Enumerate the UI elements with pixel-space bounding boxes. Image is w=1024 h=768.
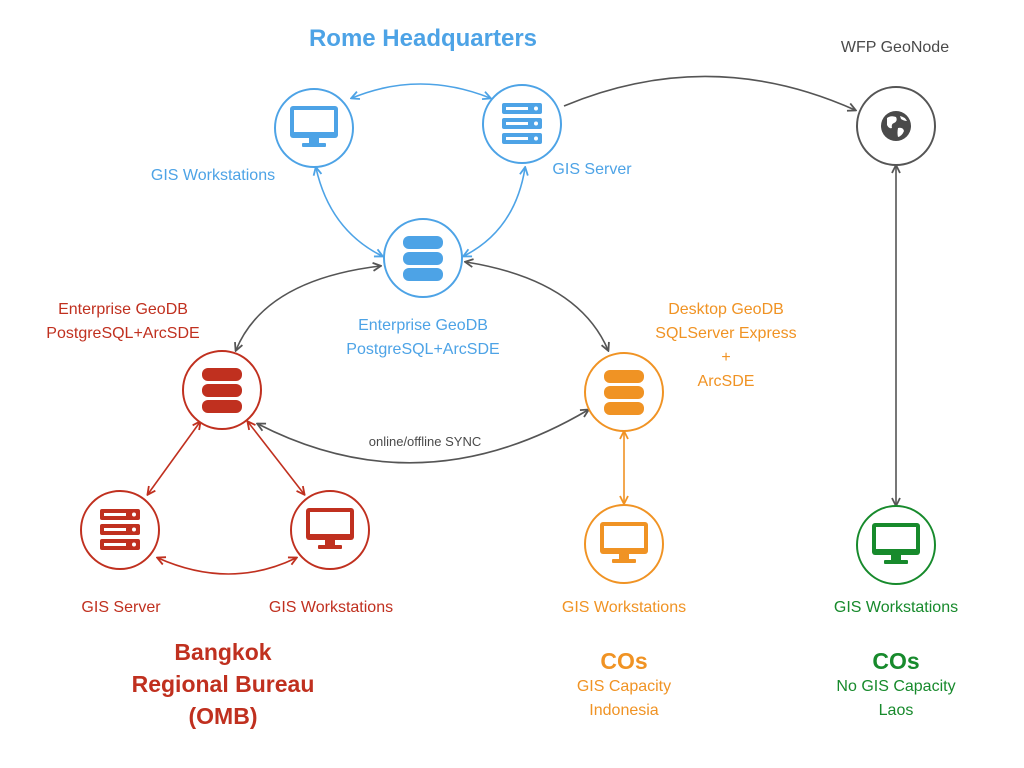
sync-label: online/offline SYNC (368, 434, 482, 449)
connector-rome-ws-geodb (316, 168, 382, 256)
indonesia-sub1: GIS Capacity (576, 678, 672, 695)
bangkok-title-line1: Bangkok (174, 639, 272, 665)
database-icon (604, 370, 644, 415)
laos-workstations-label: GIS Workstations (833, 599, 959, 616)
server-icon (502, 103, 542, 144)
connector-rome-server-geodb (464, 168, 525, 256)
geonode-node[interactable] (856, 86, 936, 166)
monitor-icon (290, 106, 338, 147)
indonesia-workstations-node[interactable] (584, 504, 664, 584)
connector-bkk-db-ws (248, 422, 304, 494)
indonesia-geodb-label-line1: Desktop GeoDB (668, 301, 784, 318)
bangkok-geodb-label-line1: Enterprise GeoDB (58, 301, 188, 318)
indonesia-geodb-node[interactable] (584, 352, 664, 432)
laos-sub2: Laos (878, 702, 914, 719)
bangkok-workstations-label: GIS Workstations (268, 599, 394, 616)
database-icon (403, 236, 443, 281)
geonode-label: WFP GeoNode (840, 39, 950, 56)
globe-icon (881, 111, 911, 141)
indonesia-workstations-label: GIS Workstations (561, 599, 687, 616)
rome-workstations-node[interactable] (274, 88, 354, 168)
rome-geodb-node[interactable] (383, 218, 463, 298)
rome-title: Rome Headquarters (308, 25, 538, 52)
bangkok-workstations-node[interactable] (290, 490, 370, 570)
rome-server-node[interactable] (482, 84, 562, 164)
rome-workstations-label: GIS Workstations (150, 167, 276, 184)
connector-rome-ws-server (352, 83, 490, 98)
rome-geodb-label-line1: Enterprise GeoDB (358, 317, 488, 334)
bangkok-geodb-label-line2: PostgreSQL+ArcSDE (46, 325, 200, 342)
indonesia-geodb-label-line4: ArcSDE (697, 373, 755, 390)
indonesia-geodb-label-line2: SQLServer Express (655, 325, 797, 342)
bangkok-geodb-node[interactable] (182, 350, 262, 430)
indonesia-geodb-label-line3: + (721, 349, 731, 366)
laos-workstations-node[interactable] (856, 505, 936, 585)
bangkok-server-node[interactable] (80, 490, 160, 570)
laos-sub1: No GIS Capacity (836, 678, 956, 695)
database-icon (202, 368, 242, 413)
connector-bkk-db-server (148, 422, 200, 494)
indonesia-sub2: Indonesia (589, 702, 659, 719)
bangkok-title-line3: (OMB) (188, 703, 258, 729)
connector-server-geonode (563, 75, 855, 110)
laos-title: COs (872, 648, 920, 674)
rome-server-label: GIS Server (552, 161, 632, 178)
connector-rome-bangkok (236, 266, 380, 350)
monitor-icon (872, 523, 920, 564)
bangkok-server-label: GIS Server (81, 599, 161, 616)
bangkok-title-line2: Regional Bureau (131, 671, 315, 697)
monitor-icon (600, 522, 648, 563)
monitor-icon (306, 508, 354, 549)
indonesia-title: COs (600, 648, 648, 674)
connector-rome-indonesia (466, 262, 608, 350)
server-icon (100, 509, 140, 550)
connector-bkk-server-ws (158, 558, 296, 575)
rome-geodb-label-line2: PostgreSQL+ArcSDE (346, 341, 500, 358)
